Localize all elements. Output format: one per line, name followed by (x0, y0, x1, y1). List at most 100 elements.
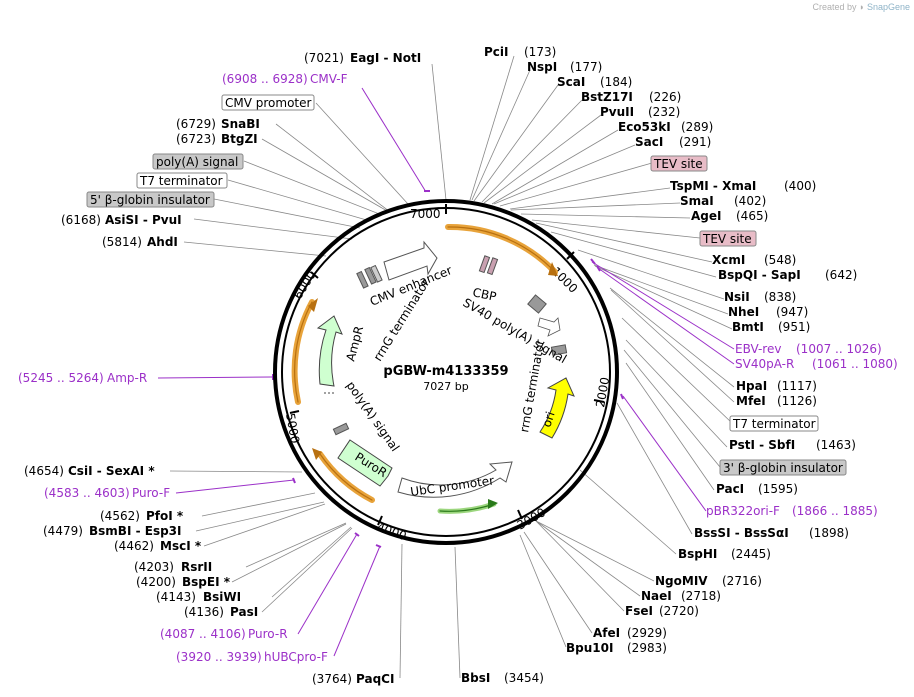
primer-labels: (6908 .. 6928) CMV-F EBV-rev (1007 .. 10… (18, 72, 898, 664)
site-name: AgeI (691, 209, 721, 223)
site-name: BstZ17I (581, 90, 633, 104)
primer-name: Puro-F (132, 486, 170, 500)
site-name: AfeI (593, 626, 620, 640)
rrng-box (550, 344, 568, 356)
label-ori: ori (540, 410, 558, 429)
ampr-arrow (316, 315, 343, 387)
primer-range: (4583 .. 4603) (44, 486, 130, 500)
sv40-arrow (537, 317, 561, 337)
box-3-globin-insulator: 3' β-globin insulator (723, 461, 843, 475)
site-name: BsmBI - Esp3I (89, 524, 181, 538)
primer-range: (6908 .. 6928) (222, 72, 308, 86)
site-name: CsiI - SexAI * (68, 464, 155, 478)
site-pos: (947) (776, 305, 808, 319)
site-pos: (1463) (816, 438, 856, 452)
primer-range: (4087 .. 4106) (160, 627, 246, 641)
inner-features (316, 240, 575, 498)
site-pos: (5814) (102, 235, 142, 249)
site-name: SnaBI (221, 117, 260, 131)
primer-name: Puro-R (248, 627, 288, 641)
site-name: EagI - NotI (350, 51, 421, 65)
site-pos: (1117) (777, 379, 817, 393)
site-name: BspEI * (182, 575, 231, 589)
site-pos: (184) (600, 75, 632, 89)
site-pos: (3454) (504, 671, 544, 685)
site-name: FseI (625, 604, 653, 618)
site-pos: (6723) (176, 132, 216, 146)
primer-range: (3920 .. 3939) (176, 650, 262, 664)
site-pos: (4654) (24, 464, 64, 478)
primer-name: pBR322ori-F (706, 504, 780, 518)
site-pos: (226) (649, 90, 681, 104)
ori-arrow (539, 377, 575, 439)
polya-box (370, 264, 383, 283)
site-pos: (465) (736, 209, 768, 223)
site-name: PacI (716, 482, 744, 496)
box-cmv-promoter: CMV promoter (225, 96, 312, 110)
site-pos: (1898) (809, 526, 849, 540)
primer-range: (5245 .. 5264) (18, 371, 104, 385)
site-pos: (2716) (722, 574, 762, 588)
site-pos: (2983) (627, 641, 667, 655)
site-name: BsiWI (203, 590, 241, 604)
primer-name: Amp-R (107, 371, 147, 385)
site-name: MfeI (736, 394, 766, 408)
site-pos: (4143) (156, 590, 196, 604)
polya-box-2 (332, 422, 350, 436)
arc-arrowheads (308, 262, 558, 509)
site-pos: (6729) (176, 117, 216, 131)
primer-name: CMV-F (310, 72, 348, 86)
tick-4000: 4000 (375, 520, 408, 544)
snapgene-logo-icon: ◗ (859, 2, 865, 12)
tick-5000: 5000 (283, 412, 302, 445)
site-name: NaeI (641, 589, 672, 603)
site-name: RsrII (181, 560, 212, 574)
tick-2000: 2000 (593, 376, 612, 409)
terminator-box (356, 270, 369, 289)
site-pos: (2720) (659, 604, 699, 618)
sv40-box (527, 294, 547, 314)
tick-7000: 7000 (410, 207, 441, 221)
site-name: ScaI (557, 75, 585, 89)
site-name: BspHI (678, 547, 717, 561)
restriction-sites-right: PciI (173) NspI (177) ScaI (184) BstZ17I… (461, 45, 857, 685)
site-pos: (4136) (184, 605, 224, 619)
box-polya-signal: poly(A) signal (156, 155, 238, 169)
site-name: AhdI (147, 235, 178, 249)
primer-lines (157, 87, 735, 657)
site-pos: (2718) (681, 589, 721, 603)
site-name: NspI (527, 60, 557, 74)
site-name: BtgZI (221, 132, 258, 146)
site-pos: (4200) (136, 575, 176, 589)
site-name: BbsI (461, 671, 490, 685)
site-name: PciI (484, 45, 509, 59)
site-pos: (4462) (114, 539, 154, 553)
site-pos: (2929) (627, 626, 667, 640)
primer-range: (1866 .. 1885) (792, 504, 878, 518)
site-name: BssSI - BssSαI (694, 526, 789, 540)
site-name: PstI - SbfI (729, 438, 795, 452)
site-name: MscI * (160, 539, 202, 553)
site-pos: (291) (679, 135, 711, 149)
site-pos: (642) (825, 268, 857, 282)
site-name: PfoI * (146, 509, 184, 523)
site-pos: (7021) (304, 51, 344, 65)
site-name: SacI (635, 135, 663, 149)
primer-name: hUBCpro-F (264, 650, 328, 664)
site-name: PasI (230, 605, 258, 619)
site-name: NheI (728, 305, 759, 319)
site-pos: (4562) (100, 509, 140, 523)
site-name: NgoMIV (655, 574, 708, 588)
site-name: Eco53kI (618, 120, 671, 134)
credit-prefix: Created by (812, 2, 857, 12)
terminator-box (364, 266, 377, 285)
credit-brand: SnapGene (866, 2, 910, 12)
ring-ticks (289, 204, 605, 526)
site-pos: (4479) (43, 524, 83, 538)
site-pos: (400) (784, 179, 816, 193)
plasmid-length: 7027 bp (423, 380, 468, 393)
site-name: TspMI - XmaI (670, 179, 756, 193)
box-t7-terminator-left: T7 terminator (139, 174, 223, 188)
site-pos: (177) (570, 60, 602, 74)
